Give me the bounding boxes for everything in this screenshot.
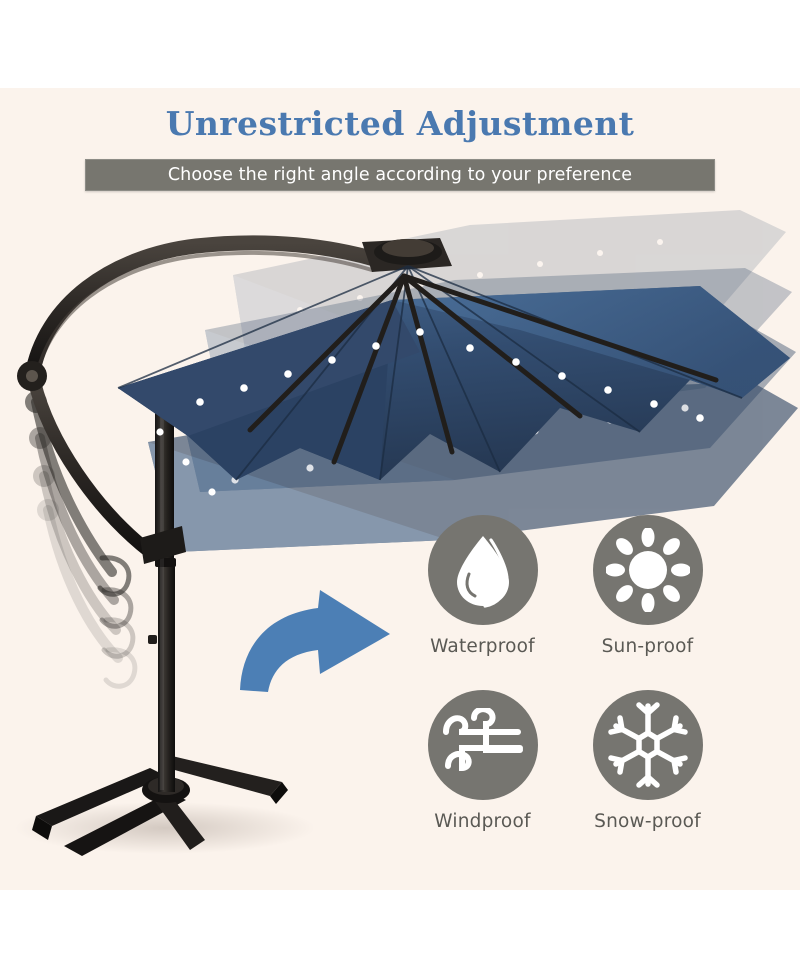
feature-grid: Waterproof bbox=[400, 515, 730, 865]
product-illustration bbox=[0, 180, 800, 880]
umbrella-canopy bbox=[117, 238, 790, 496]
page-title: Unrestricted Adjustment bbox=[165, 104, 635, 143]
feature-label: Waterproof bbox=[430, 636, 535, 657]
water-drop-icon bbox=[456, 536, 509, 608]
ghost-arm-3 bbox=[39, 471, 121, 635]
feature-icon-circle bbox=[427, 690, 538, 800]
feature-waterproof[interactable]: Waterproof bbox=[400, 515, 565, 657]
cantilever-support-arm bbox=[17, 235, 386, 564]
subtitle-banner: Choose the right angle according to your… bbox=[85, 159, 715, 191]
top-white-band bbox=[0, 0, 800, 88]
wind-icon bbox=[442, 708, 523, 772]
feature-label: Windproof bbox=[434, 811, 531, 832]
snowflake-icon bbox=[607, 702, 688, 788]
feature-icon-circle bbox=[427, 515, 538, 625]
feature-icon-circle bbox=[592, 690, 703, 800]
feature-sun-proof[interactable]: Sun-proof bbox=[565, 515, 730, 657]
feature-label: Snow-proof bbox=[594, 811, 701, 832]
feature-snow-proof[interactable]: Snow-proof bbox=[565, 690, 730, 832]
sun-icon bbox=[605, 528, 690, 612]
ghost-arm-4 bbox=[43, 505, 123, 663]
ghost-arm-2 bbox=[35, 433, 119, 605]
bottom-white-band bbox=[0, 890, 800, 977]
feature-icon-circle bbox=[592, 515, 703, 625]
feature-label: Sun-proof bbox=[601, 636, 694, 657]
subtitle-bar: Choose the right angle according to your… bbox=[85, 159, 715, 191]
feature-windproof[interactable]: Windproof bbox=[400, 690, 565, 832]
canopy-led-lights bbox=[156, 328, 704, 496]
curved-right-arrow bbox=[240, 578, 425, 693]
umbrella-cross-base bbox=[32, 756, 288, 856]
ghost-hub-loops bbox=[97, 555, 138, 689]
subtitle-text: Choose the right angle according to your… bbox=[167, 165, 633, 185]
